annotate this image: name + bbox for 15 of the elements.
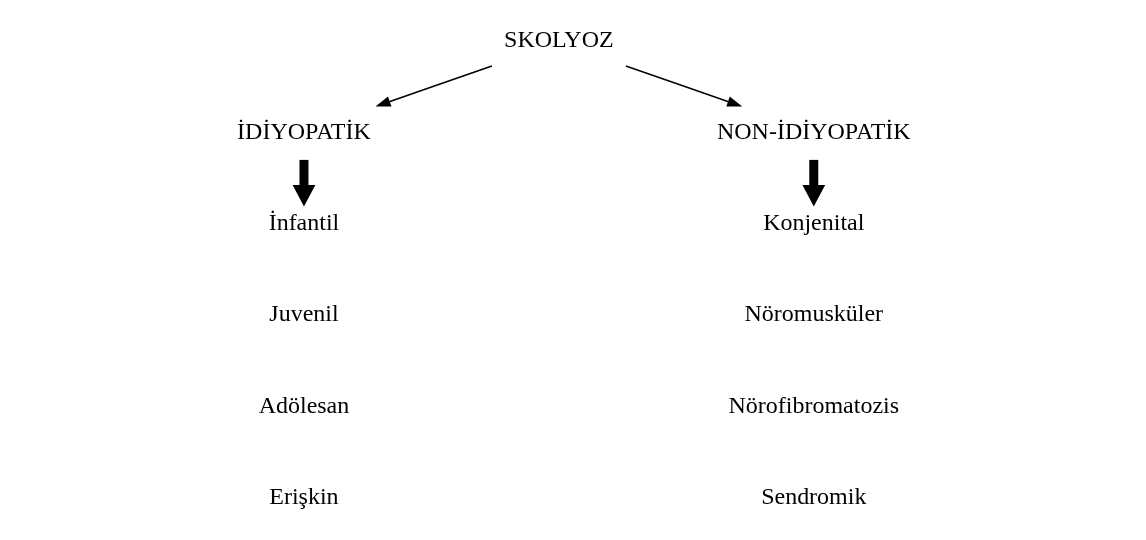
arrow [624, 65, 742, 107]
arrow [375, 65, 493, 107]
node-text: İDİYOPATİK [236, 117, 371, 144]
node-text: Erişkin [268, 483, 339, 510]
node-text: Nörofibromatozis [728, 391, 899, 418]
node-text: Konjenital [762, 208, 864, 235]
node-text: SKOLYOZ [503, 26, 614, 53]
node-text: İnfantil [268, 208, 339, 235]
node-text: NON-İDİYOPATİK [716, 117, 911, 144]
node-text: Adölesan [258, 391, 349, 418]
node-text: Sendromik [760, 483, 866, 510]
node-text: Juvenil [268, 300, 339, 327]
node-text: Nöromusküler [744, 300, 883, 327]
arrow [292, 159, 315, 207]
arrow [801, 159, 825, 207]
